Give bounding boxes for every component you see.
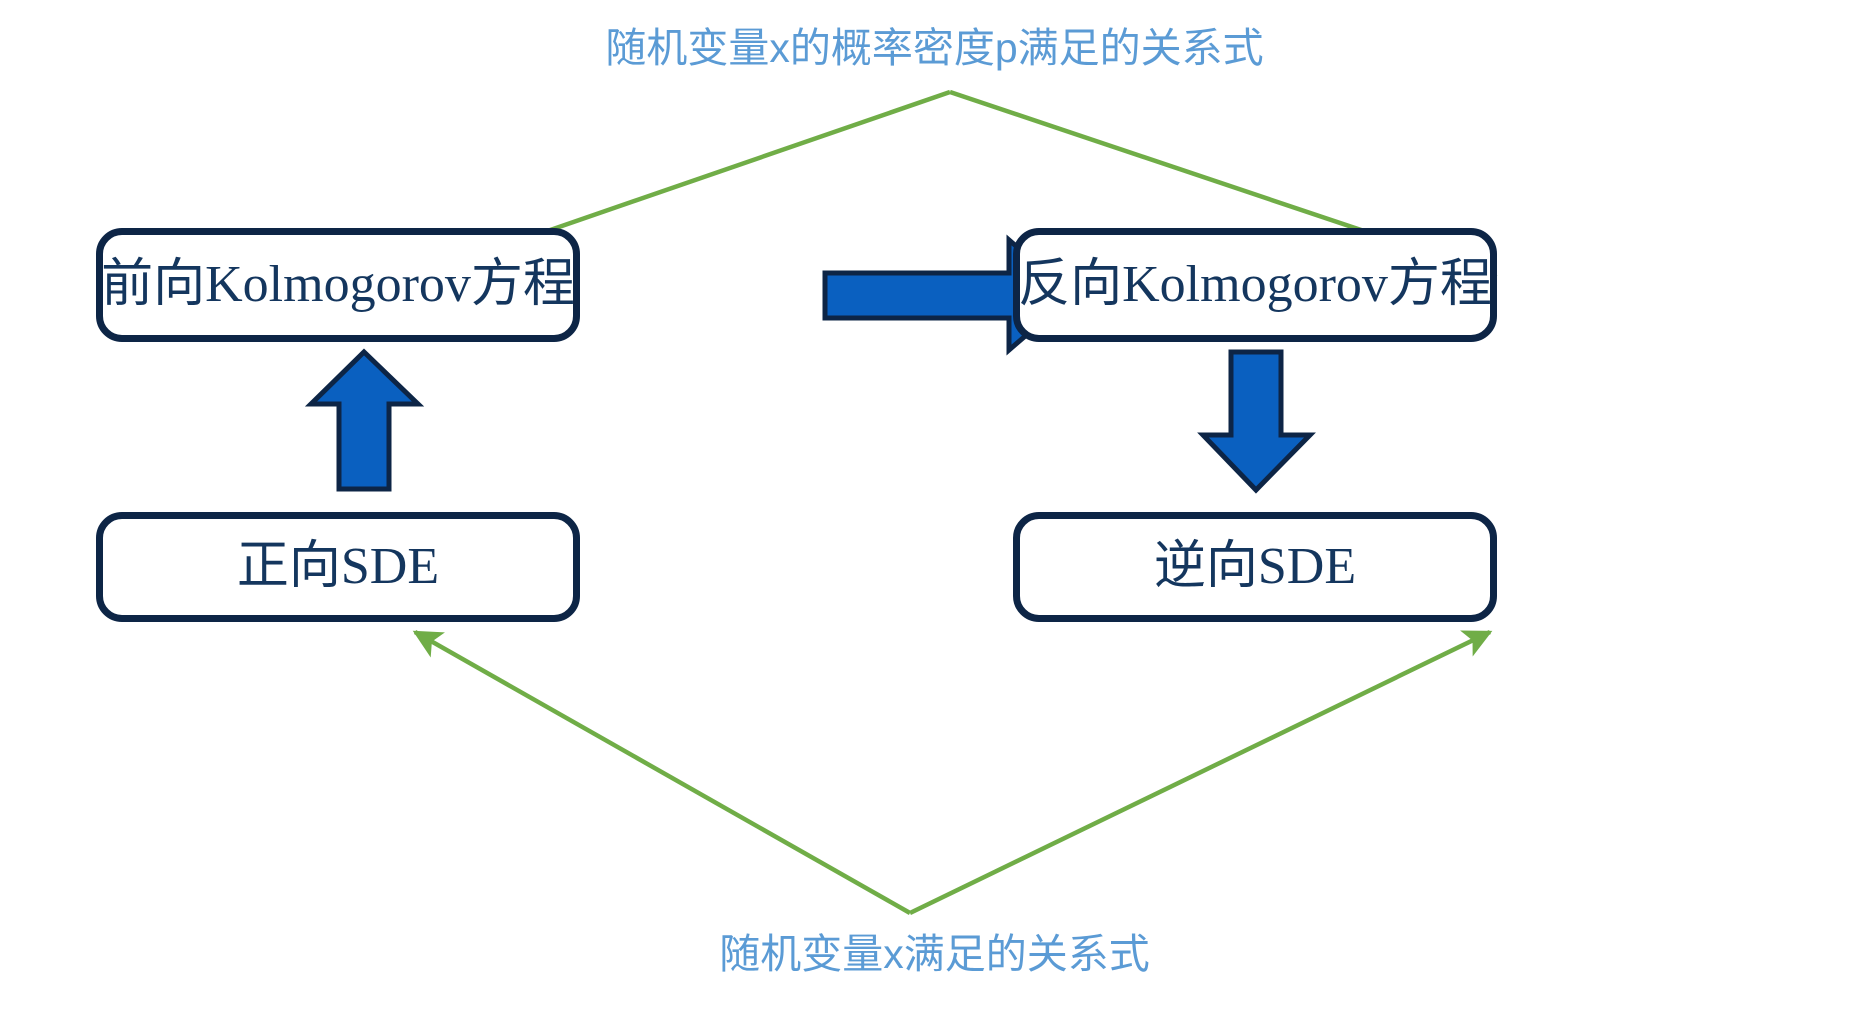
top-caption-text: 随机变量x的概率密度p满足的关系式 (605, 25, 1264, 71)
green-connector-bottom (412, 629, 1493, 916)
green-arrow-to-forward-sde (412, 630, 912, 915)
node-reverse-sde[interactable]: 逆向SDE (1013, 512, 1497, 622)
node-reverse-kolmogorov-label: 反向Kolmogorov方程 (1018, 256, 1492, 313)
node-forward-kolmogorov-label: 前向Kolmogorov方程 (101, 256, 575, 313)
blue-arrow-up (304, 348, 425, 492)
node-forward-sde-label: 正向SDE (236, 538, 440, 595)
node-forward-kolmogorov[interactable]: 前向Kolmogorov方程 (96, 228, 580, 342)
blue-arrow-down (1197, 349, 1316, 494)
green-arrow-to-reverse-sde (909, 629, 1493, 916)
node-reverse-kolmogorov[interactable]: 反向Kolmogorov方程 (1013, 228, 1497, 342)
node-forward-sde[interactable]: 正向SDE (96, 512, 580, 622)
bottom-caption-text: 随机变量x满足的关系式 (719, 931, 1150, 977)
node-reverse-sde-label: 逆向SDE (1153, 538, 1357, 595)
